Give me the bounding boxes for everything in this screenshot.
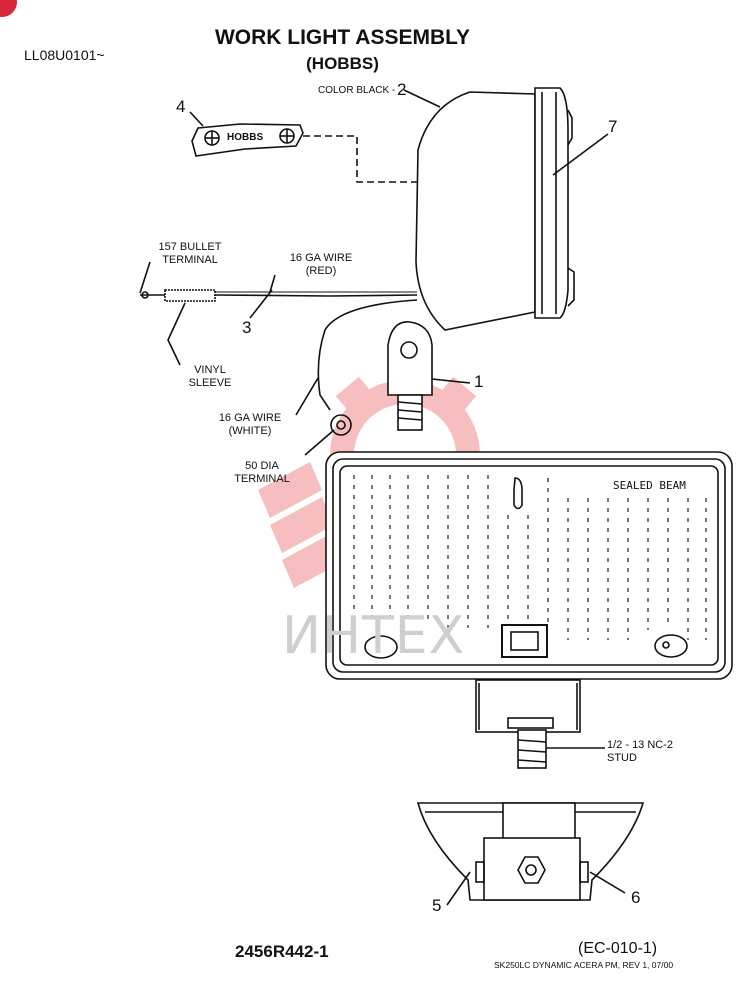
ec-reference: (EC-010-1) <box>578 940 658 957</box>
sealed-beam-label: SEALED BEAM <box>613 479 686 492</box>
callout-2: 2 <box>397 80 407 99</box>
color-label: COLOR BLACK - <box>318 85 396 96</box>
mounting-bracket <box>387 345 433 396</box>
ring-terminal <box>330 414 352 436</box>
part-number: 2456R442-1 <box>235 942 329 961</box>
document-reference: SK250LC DYNAMIC ACERA PM, REV 1, 07/00 <box>494 960 674 970</box>
stud-label: 1/2 - 13 NC-2 STUD <box>607 739 674 764</box>
corner-badge <box>0 0 17 17</box>
callout-4: 4 <box>176 97 186 116</box>
hobbs-decal <box>191 123 304 157</box>
bullet-terminal-label: 157 BULLET TERMINAL <box>158 241 222 266</box>
light-housing <box>415 91 536 331</box>
dia-terminal-label: 50 DIA TERMINAL <box>234 460 290 485</box>
drawing-code: LL08U0101~ <box>24 47 105 63</box>
stud-bracket <box>475 679 581 733</box>
page-subtitle: (HOBBS) <box>306 54 379 73</box>
red-wire-label: 16 GA WIRE (RED) <box>289 252 353 277</box>
hobbs-decal-text: HOBBS <box>227 132 264 143</box>
callout-5: 5 <box>432 896 442 915</box>
callout-6: 6 <box>631 888 641 907</box>
vinyl-sleeve <box>164 289 216 302</box>
vinyl-sleeve-label: VINYL SLEEVE <box>188 364 232 389</box>
watermark-gear-icon <box>258 360 480 588</box>
white-wire-label: 16 GA WIRE (WHITE) <box>218 412 282 437</box>
red-wire <box>214 294 418 297</box>
lens-pattern <box>353 475 707 640</box>
page-title: WORK LIGHT ASSEMBLY <box>214 26 471 49</box>
callout-1: 1 <box>474 372 484 391</box>
watermark-text: ИНТЕХ <box>282 606 466 666</box>
callout-7: 7 <box>608 117 618 136</box>
callout-3: 3 <box>242 318 252 337</box>
